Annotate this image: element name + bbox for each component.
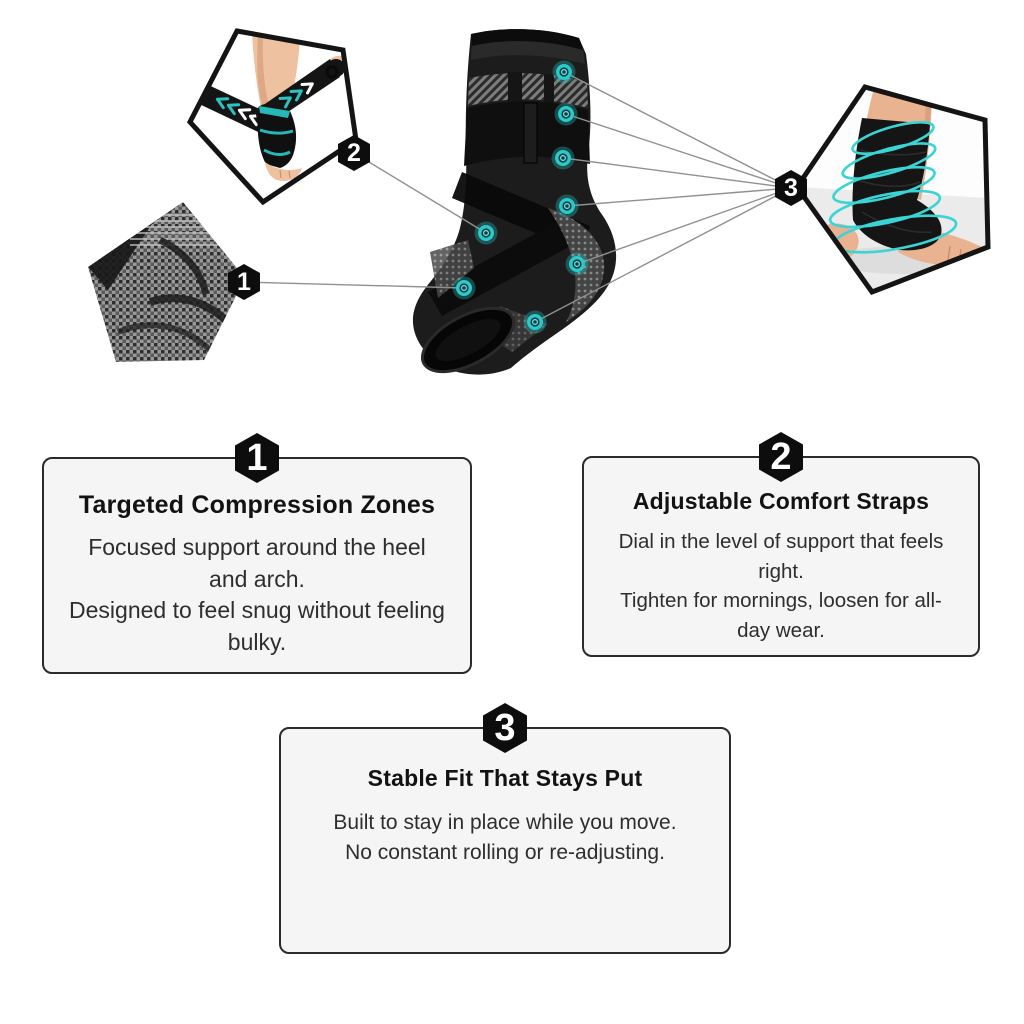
card-title: Stable Fit That Stays Put <box>367 765 643 791</box>
card-title: Targeted Compression Zones <box>78 491 436 519</box>
feature-card-1: 1 Targeted Compression Zones Focused sup… <box>42 433 472 674</box>
card-number: 3 <box>494 706 516 749</box>
strap-adjust-photo <box>186 28 359 206</box>
feature-card-2: 2 Adjustable Comfort Straps Dial in the … <box>582 432 980 657</box>
card-body-line: Designed to feel snug without feeling bu… <box>69 597 445 656</box>
card-number: 1 <box>246 436 268 479</box>
card-title: Adjustable Comfort Straps <box>632 488 930 514</box>
callout-badge-2: 2 <box>338 135 370 171</box>
callout-number: 3 <box>784 173 798 202</box>
card-badge-2: 2 <box>759 432 803 482</box>
card-body-line: Built to stay in place while you move. <box>333 811 677 834</box>
card-body-line: Tighten for mornings, loosen for all-day… <box>620 589 942 643</box>
fabric-texture-swatch <box>88 202 245 362</box>
callout-number: 2 <box>347 138 361 167</box>
product-illustration <box>88 28 991 375</box>
card-body-line: Dial in the level of support that feels … <box>618 530 944 583</box>
card-badge-1: 1 <box>235 433 279 483</box>
feature-card-3: 3 Stable Fit That Stays Put Built to sta… <box>279 703 731 954</box>
callout-lines <box>243 71 792 323</box>
card-number: 2 <box>770 435 792 478</box>
callout-number: 1 <box>237 267 251 296</box>
card-body-line: Focused support around the heel and arch… <box>88 534 426 592</box>
compression-swirls <box>828 121 958 254</box>
secure-fit-photo <box>793 84 991 296</box>
card-badge-3: 3 <box>483 703 527 753</box>
card-body-line: No constant rolling or re-adjusting. <box>345 841 665 865</box>
